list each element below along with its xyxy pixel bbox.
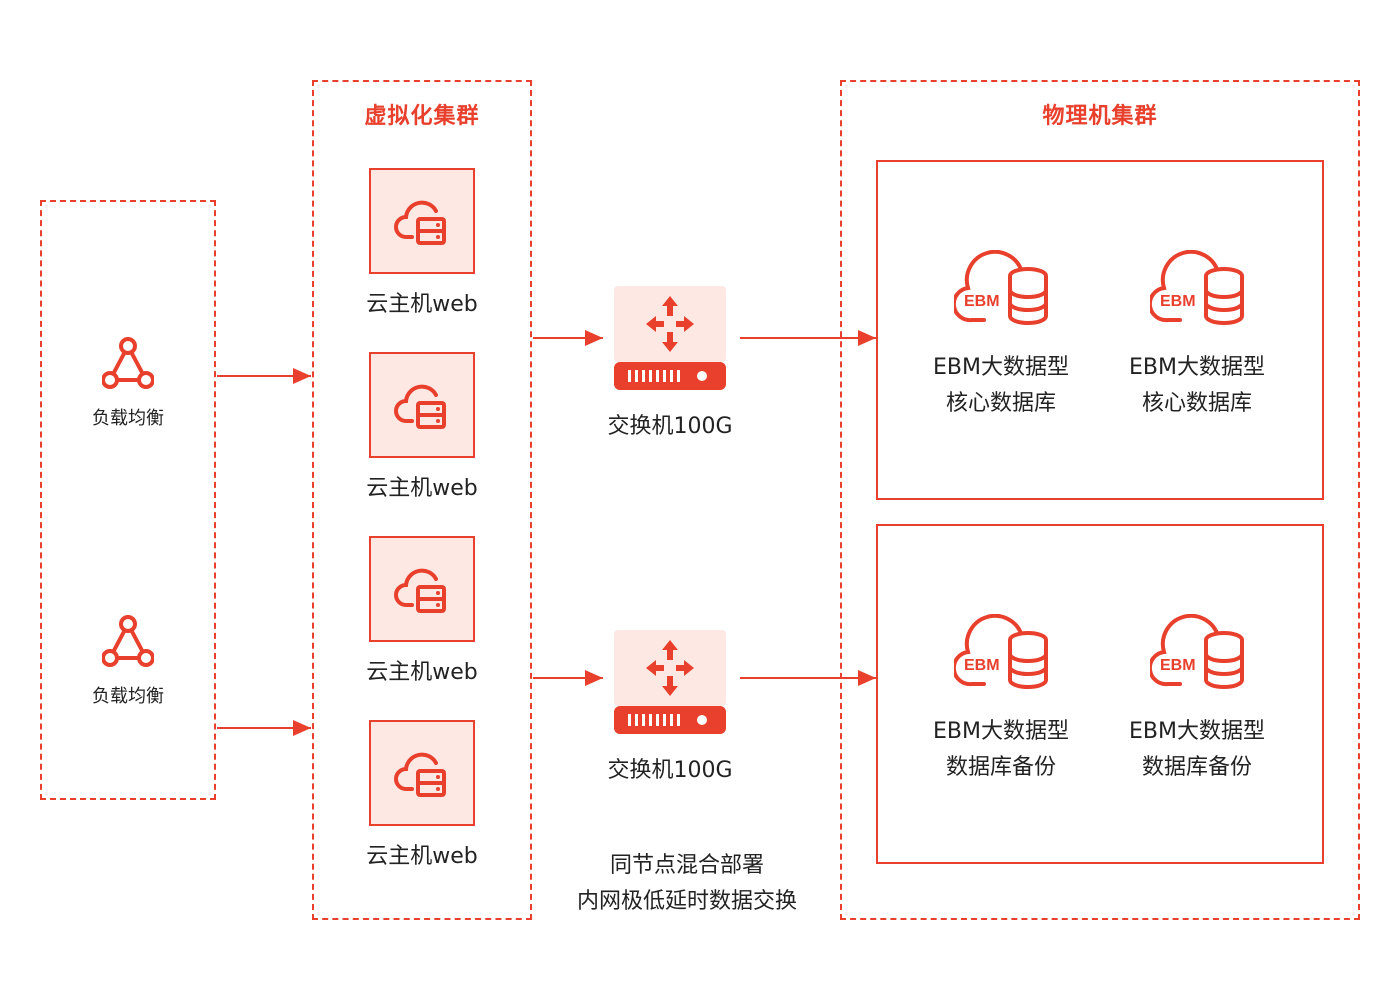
virtualization-cluster xyxy=(312,80,532,920)
vm-label: 云主机web xyxy=(366,660,478,685)
vm-card xyxy=(369,720,475,826)
db-node: EBM EBM大数据型 核心数据库 xyxy=(1102,250,1292,430)
db-label-line1: EBM大数据型 xyxy=(1129,719,1265,744)
db-label: EBM大数据型 数据库备份 xyxy=(906,714,1096,786)
cloud-database-icon: EBM xyxy=(1150,614,1244,689)
db-label: EBM大数据型 数据库备份 xyxy=(1102,714,1292,786)
router-switch-icon xyxy=(614,286,726,390)
db-label: EBM大数据型 核心数据库 xyxy=(1102,350,1292,422)
vm-label: 云主机web xyxy=(366,844,478,869)
deployment-note: 同节点混合部署 内网极低延时数据交换 xyxy=(527,848,847,920)
triangle-nodes-icon xyxy=(102,615,154,667)
cloud-server-icon xyxy=(394,384,446,429)
db-label-line2: 核心数据库 xyxy=(945,391,1056,416)
load-balancer-1: 负载均衡 xyxy=(68,330,188,430)
router-switch-icon xyxy=(614,630,726,734)
cloud-server-icon xyxy=(394,752,446,797)
ebm-badge: EBM xyxy=(964,293,1000,310)
load-balancer-group xyxy=(40,200,216,800)
virtualization-cluster-title: 虚拟化集群 xyxy=(364,104,480,129)
deployment-note-line2: 内网极低延时数据交换 xyxy=(576,889,797,914)
ebm-badge: EBM xyxy=(1160,293,1196,310)
physical-cluster-title: 物理机集群 xyxy=(1042,104,1158,129)
db-node: EBM EBM大数据型 数据库备份 xyxy=(1102,614,1292,794)
backup-db-group xyxy=(876,524,1324,864)
switch-label: 交换机100G xyxy=(607,414,733,439)
cloud-database-icon: EBM xyxy=(954,614,1048,689)
vm-label: 云主机web xyxy=(366,292,478,317)
switch-label: 交换机100G xyxy=(607,758,733,783)
ebm-badge: EBM xyxy=(964,657,1000,674)
cloud-server-icon xyxy=(394,568,446,613)
cloud-server-icon xyxy=(394,200,446,245)
core-db-group xyxy=(876,160,1324,500)
db-node: EBM EBM大数据型 核心数据库 xyxy=(906,250,1096,430)
vm-card xyxy=(369,352,475,458)
db-label-line2: 核心数据库 xyxy=(1141,391,1252,416)
cloud-database-icon: EBM xyxy=(1150,250,1244,325)
db-label-line2: 数据库备份 xyxy=(945,755,1056,780)
db-label-line1: EBM大数据型 xyxy=(933,355,1069,380)
vm-card xyxy=(369,168,475,274)
db-label: EBM大数据型 核心数据库 xyxy=(906,350,1096,422)
db-node: EBM EBM大数据型 数据库备份 xyxy=(906,614,1096,794)
db-label-line1: EBM大数据型 xyxy=(1129,355,1265,380)
load-balancer-label: 负载均衡 xyxy=(92,408,164,429)
deployment-note-line1: 同节点混合部署 xyxy=(609,853,764,878)
ebm-badge: EBM xyxy=(1160,657,1196,674)
vm-card xyxy=(369,536,475,642)
load-balancer-label: 负载均衡 xyxy=(92,686,164,707)
load-balancer-2: 负载均衡 xyxy=(68,608,188,708)
db-label-line1: EBM大数据型 xyxy=(933,719,1069,744)
db-label-line2: 数据库备份 xyxy=(1141,755,1252,780)
triangle-nodes-icon xyxy=(102,337,154,389)
cloud-database-icon: EBM xyxy=(954,250,1048,325)
physical-cluster xyxy=(840,80,1360,920)
vm-label: 云主机web xyxy=(366,476,478,501)
